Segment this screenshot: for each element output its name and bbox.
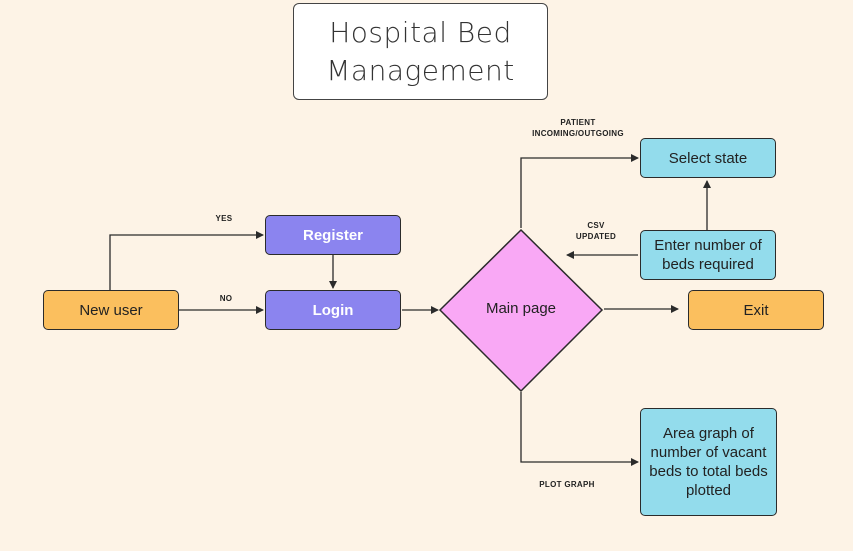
title-line-1: Hospital Bed	[329, 15, 512, 49]
edge-label-yes: YES	[215, 214, 233, 223]
edge-label-csv: CSV UPDATED	[566, 220, 626, 242]
edge-yes	[109, 231, 264, 290]
exit-label: Exit	[743, 301, 769, 319]
main-page-label: Main page	[485, 300, 557, 317]
register-node[interactable]: Register	[265, 215, 401, 255]
edge-label-csv-line-2: UPDATED	[575, 232, 617, 241]
area-graph-node[interactable]: Area graph of number of vacant beds to t…	[640, 408, 777, 516]
page-title: Hospital Bed Management	[293, 3, 548, 100]
title-line-2: Management	[326, 53, 515, 87]
login-label: Login	[312, 301, 354, 319]
edge-label-plot-graph: PLOT GRAPH	[539, 480, 595, 489]
edge-label-patient-line-2: INCOMING/OUTGOING	[532, 129, 624, 138]
register-label: Register	[302, 226, 364, 244]
enter-beds-label: Enter number of beds required	[654, 237, 762, 273]
main-page-diamond[interactable]	[438, 228, 604, 393]
new-user-label: New user	[79, 301, 143, 319]
edge-plot-graph	[520, 392, 639, 466]
edge-label-patient: PATIENT INCOMING/OUTGOING	[508, 117, 648, 139]
enter-beds-node[interactable]: Enter number of beds required	[640, 230, 776, 280]
edge-label-patient-line-1: PATIENT	[560, 118, 596, 127]
edge-patient	[520, 154, 639, 228]
select-state-node[interactable]: Select state	[640, 138, 776, 178]
select-state-label: Select state	[668, 149, 748, 167]
area-graph-label: Area graph of number of vacant beds to t…	[649, 425, 768, 499]
edge-label-csv-line-1: CSV	[587, 221, 605, 230]
new-user-node[interactable]: New user	[43, 290, 179, 330]
login-node[interactable]: Login	[265, 290, 401, 330]
edge-label-no: NO	[219, 294, 233, 303]
exit-node[interactable]: Exit	[688, 290, 824, 330]
